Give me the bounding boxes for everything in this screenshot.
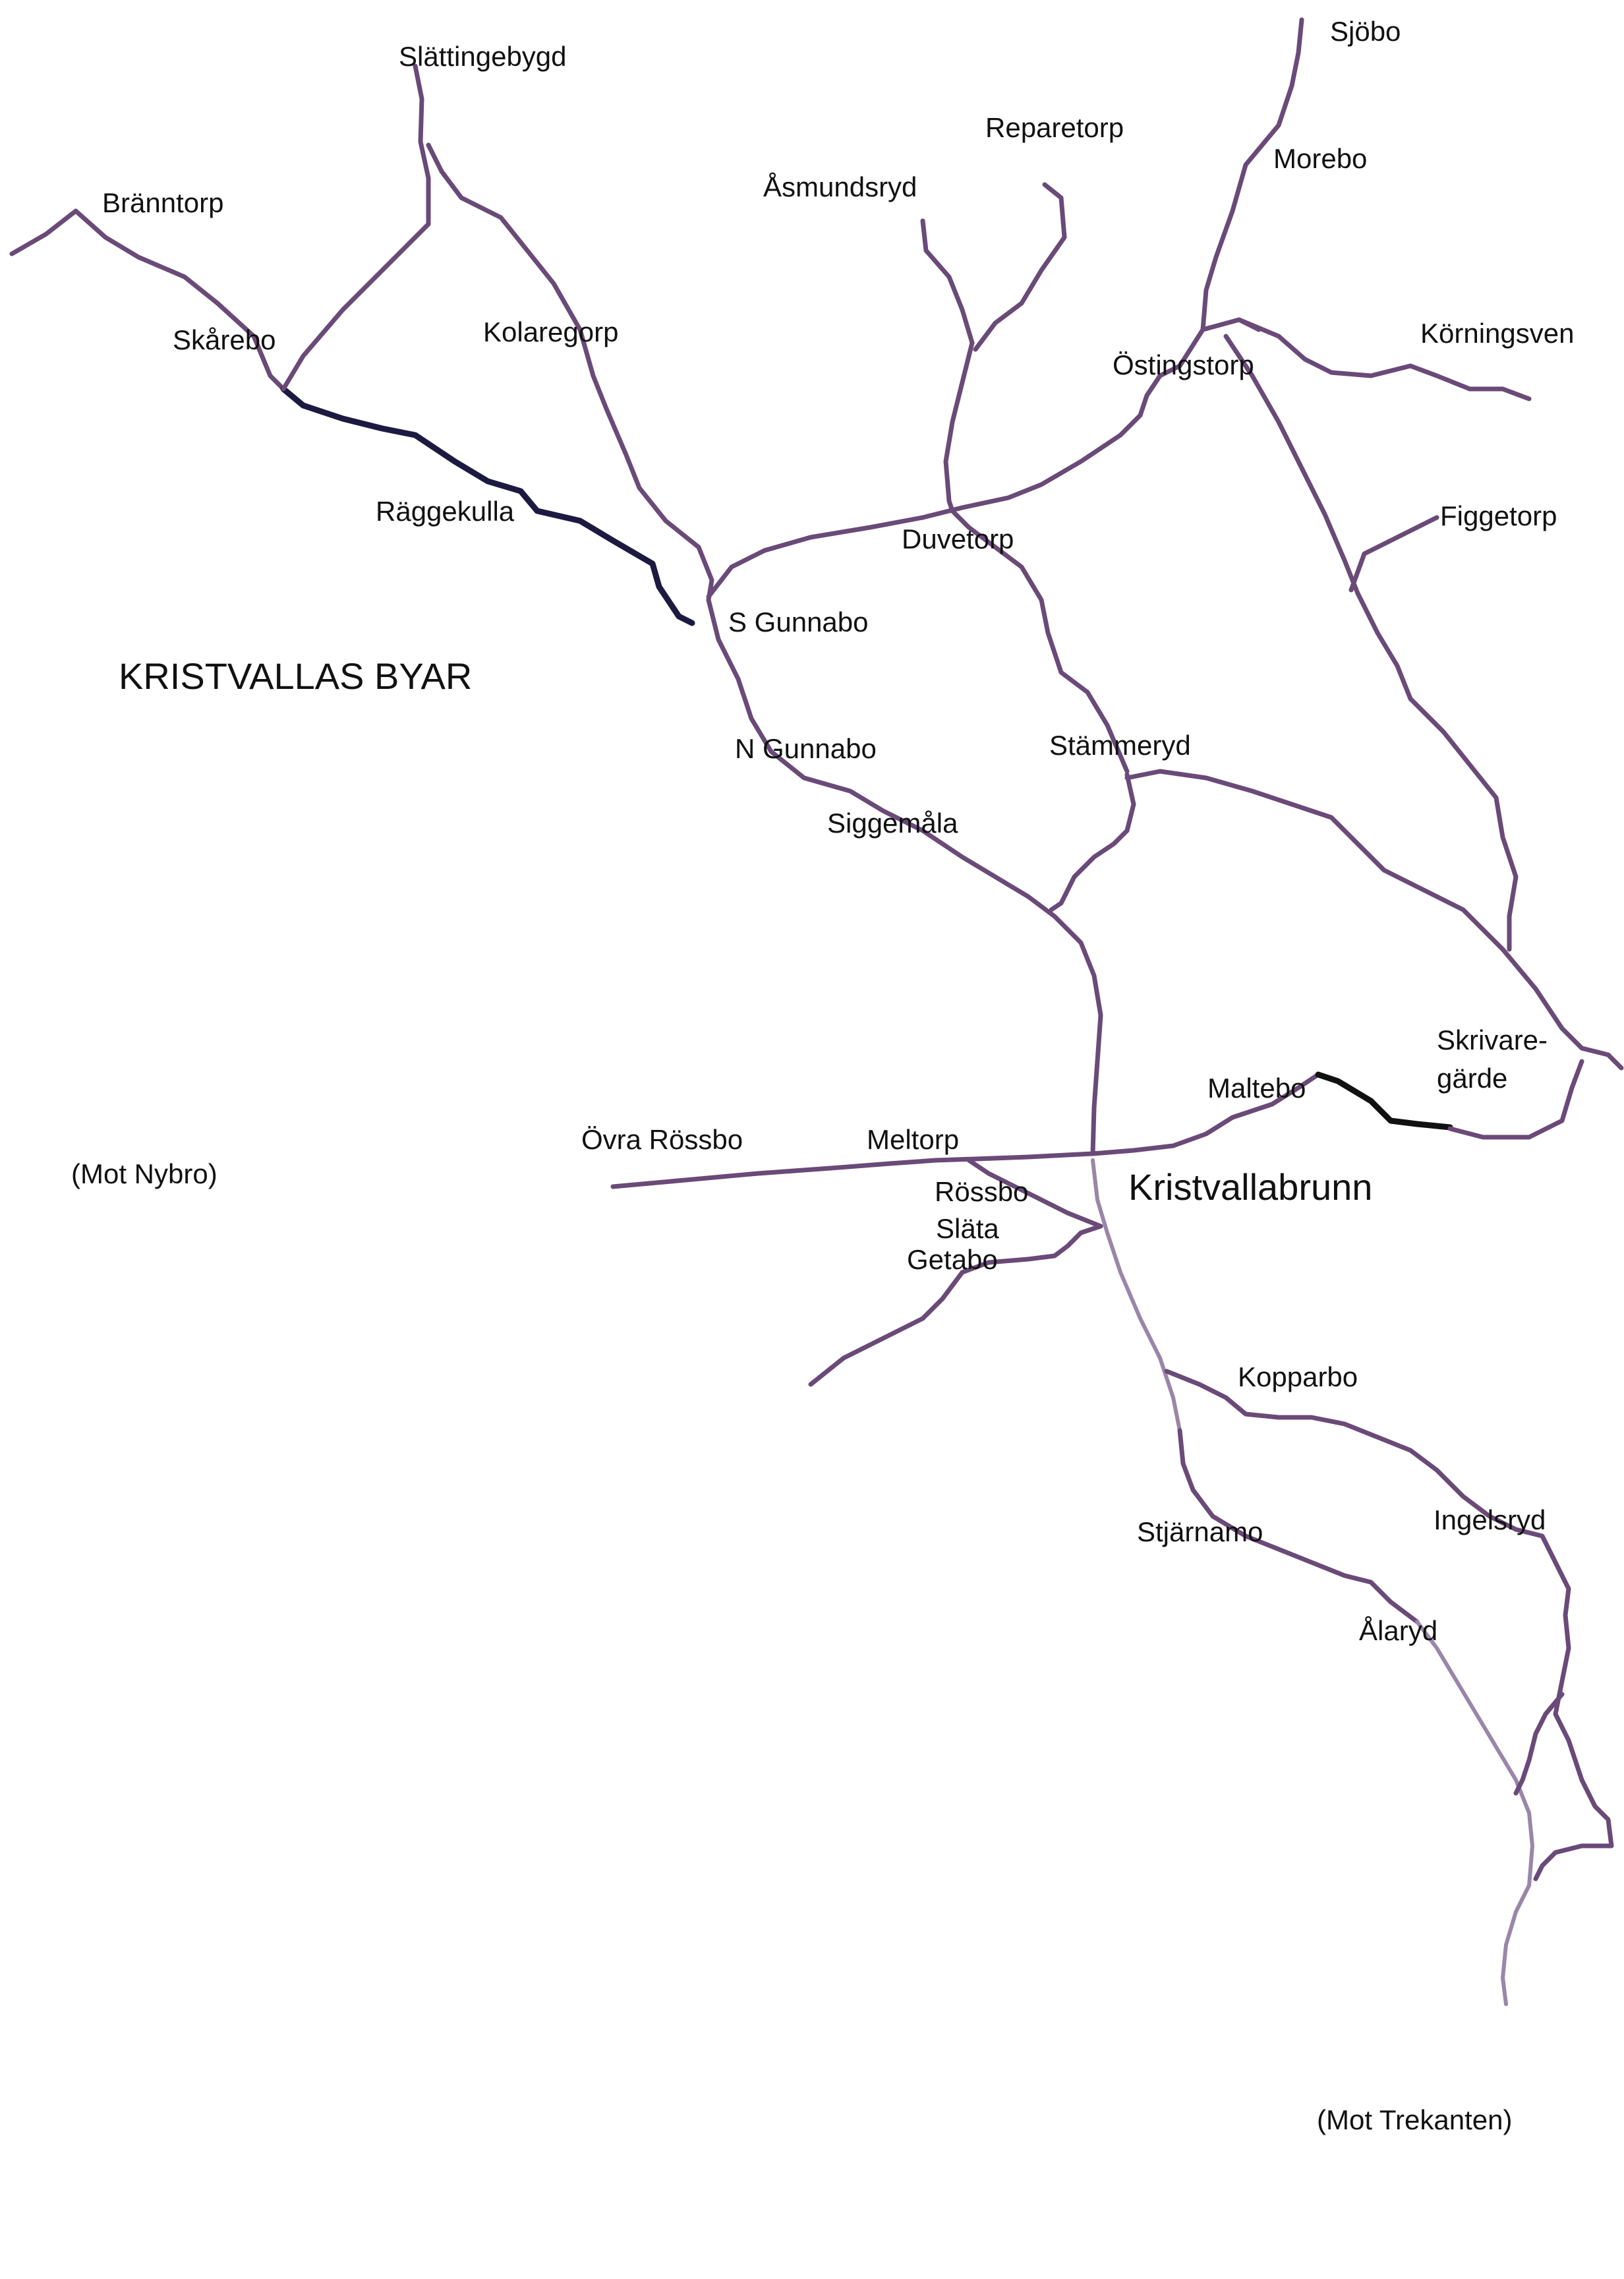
village-label: S Gunnabo	[728, 607, 869, 637]
road-reparetorp-duvetorp	[973, 182, 1067, 352]
road-skrivaregarde-loop	[1447, 1059, 1584, 1140]
village-label: Stjärnamo	[1137, 1516, 1263, 1547]
road-ovra-rossbo-meltorp	[610, 1151, 1095, 1189]
center-label: Kristvallabrunn	[1128, 1166, 1372, 1208]
road-kristvallabrunn-south	[1091, 1158, 1182, 1433]
village-label: Räggekulla	[376, 496, 515, 527]
village-label: Skrivare-	[1437, 1024, 1548, 1055]
road-maltebo-black	[1315, 1071, 1453, 1131]
village-label: Skårebo	[173, 324, 276, 355]
road-ostingstorp-skrivaregarde	[1223, 334, 1519, 952]
map-title: KRISTVALLAS BYAR	[119, 655, 472, 697]
village-label: Duvetorp	[902, 523, 1014, 554]
village-label: Kopparbo	[1238, 1361, 1358, 1392]
village-label: Körningsven	[1420, 318, 1574, 349]
road-getabo	[808, 1224, 1103, 1387]
village-label: Östingstorp	[1113, 349, 1254, 380]
village-label: N Gunnabo	[735, 733, 877, 764]
village-label: Stämmeryd	[1049, 730, 1191, 761]
road-raggekulla	[280, 386, 695, 626]
direction-nybro: (Mot Nybro)	[71, 1158, 218, 1189]
village-label: Maltebo	[1207, 1073, 1306, 1104]
village-label: Figgetorp	[1440, 500, 1557, 531]
road-branntorp-skarebo	[9, 208, 286, 392]
road-ingelsryd-west-loop	[1513, 1692, 1565, 1796]
village-label: gärde	[1437, 1063, 1507, 1094]
road-slattingebygd-skarebo	[281, 63, 431, 392]
village-label: Reparetorp	[985, 112, 1124, 143]
direction-trekanten: (Mot Trekanten)	[1317, 2104, 1512, 2135]
road-alaryd-south	[1415, 1620, 1534, 2006]
road-kopparbo-ingelsryd	[1164, 1369, 1571, 1618]
road-ingelsryd-east-loop	[1533, 1613, 1614, 1881]
road-sgunnabo-siggemala	[706, 597, 1103, 1156]
village-label: Kolaregorp	[483, 316, 618, 347]
village-label: Släta	[936, 1213, 999, 1244]
village-label: Åsmundsryd	[763, 171, 917, 202]
village-label: Ålaryd	[1359, 1615, 1437, 1646]
road-stammeryd-skrivaregarde	[1124, 769, 1624, 1071]
road-stjarnamo-alaryd	[1177, 1428, 1420, 1624]
village-labels: Slättingebygd Bränntorp Skårebo Kolarego…	[102, 16, 1574, 1646]
village-label: Slättingebygd	[399, 41, 567, 72]
road-stammeryd-junction	[1049, 772, 1136, 912]
village-label: Bränntorp	[102, 187, 223, 218]
village-label: Ingelsryd	[1434, 1504, 1546, 1535]
village-label: Siggemåla	[827, 808, 958, 839]
village-label: Rössbo	[935, 1176, 1028, 1207]
village-label: Meltorp	[867, 1124, 959, 1155]
road-asmundsryd-duvetorp	[920, 218, 975, 514]
road-rossbo	[966, 1158, 1103, 1229]
road-slattingebygd-kolaregorp	[426, 142, 714, 603]
village-label: Getabo	[907, 1244, 998, 1275]
village-label: Sjöbo	[1330, 16, 1401, 47]
village-label: Övra Rössbo	[581, 1124, 743, 1155]
road-ostingstorp-korningsven	[1236, 317, 1532, 401]
road-kristvallabrunn-maltebo	[1090, 1072, 1321, 1156]
road-sjobo-ostingstorp	[1200, 17, 1304, 332]
road-network	[9, 17, 1624, 2006]
village-label: Morebo	[1273, 143, 1367, 174]
road-duvetorp-stammeryd	[950, 508, 1130, 774]
road-sgunnabo-duvetorp	[706, 317, 1262, 599]
road-figgetorp	[1348, 515, 1439, 593]
